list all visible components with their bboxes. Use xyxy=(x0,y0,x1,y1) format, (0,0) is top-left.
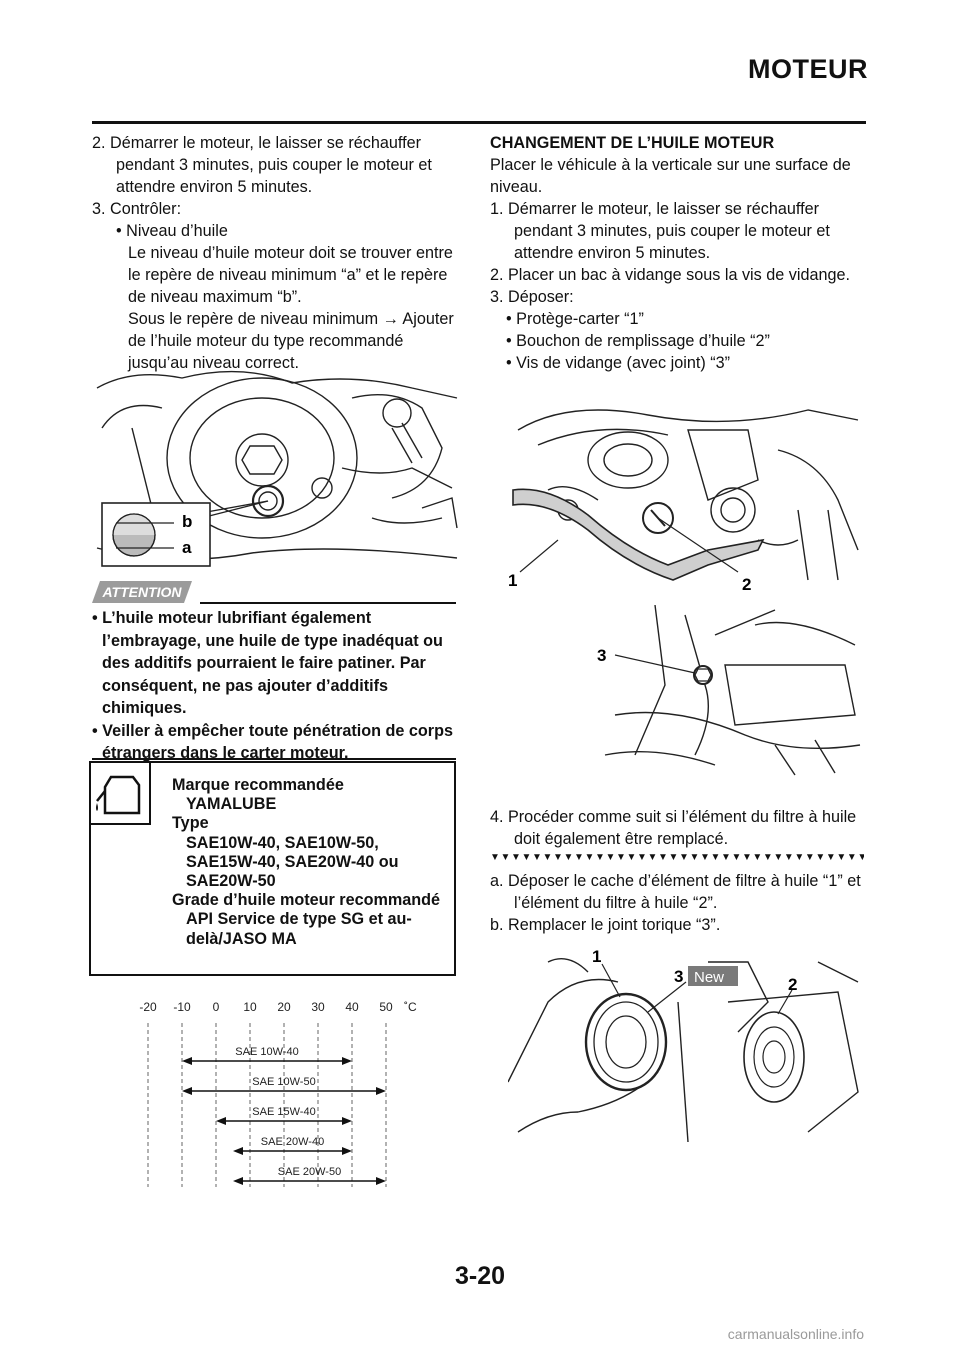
rstep-4: 4. Procéder comme suit si l’élément du f… xyxy=(490,808,857,848)
x-tick-label: 50 xyxy=(379,1000,393,1014)
attention-item-1: • L’huile moteur lubrifiant également l’… xyxy=(92,609,443,717)
range-bar xyxy=(233,1177,386,1185)
right-column-text: CHANGEMENT DE L’HUILE MOTEUR Placer le v… xyxy=(490,132,866,374)
attention-bottom-rule xyxy=(92,758,456,760)
right-column-step4: 4. Procéder comme suit si l’élément du f… xyxy=(490,806,866,850)
series-label: SAE 20W-40 xyxy=(261,1136,324,1148)
niveau-text: Le niveau d’huile moteur doit se trouver… xyxy=(128,244,453,306)
range-bar xyxy=(233,1147,352,1155)
rstep-2: 2. Placer un bac à vidange sous la vis d… xyxy=(490,266,850,284)
new-badge-text: New xyxy=(694,969,724,986)
series-label: SAE 10W-40 xyxy=(235,1046,298,1058)
x-tick-label: 30 xyxy=(311,1000,325,1014)
substep-b: b. Remplacer le joint torique “3”. xyxy=(490,916,721,934)
attention-body: • L’huile moteur lubrifiant également l’… xyxy=(92,607,462,765)
bullet-niveau: • Niveau d’huile xyxy=(116,222,228,240)
range-bar xyxy=(182,1087,386,1095)
oil-filter-illustration: 1 3 New 2 xyxy=(508,947,859,1143)
watermark: carmanualsonline.info xyxy=(727,1326,864,1342)
step-3: 3. Contrôler: xyxy=(92,200,182,218)
intro-text: Placer le véhicule à la verticale sur un… xyxy=(490,156,851,196)
spec-box xyxy=(89,761,456,976)
new-badge xyxy=(688,966,738,986)
x-tick-label: 0 xyxy=(213,1000,220,1014)
right-column-substeps: a. Déposer le cache d’élément de filtre … xyxy=(490,870,866,936)
engine-oil-level-illustration: b a xyxy=(96,370,458,567)
x-tick-label: 10 xyxy=(243,1000,257,1014)
x-tick-label: -20 xyxy=(139,1000,157,1014)
rstep-3: 3. Déposer: xyxy=(490,288,574,306)
spec-text: Marque recommandée YAMALUBE Type SAE10W-… xyxy=(172,776,452,949)
substep-a: a. Déposer le cache d’élément de filtre … xyxy=(490,872,861,912)
label-2: 2 xyxy=(788,975,797,994)
brand-label: Marque recommandée xyxy=(172,776,344,794)
bullet-item-2: • Bouchon de remplissage d’huile “2” xyxy=(506,332,770,350)
x-tick-label: -10 xyxy=(173,1000,191,1014)
range-bar xyxy=(216,1117,352,1125)
skid-plate-illustration: 1 2 xyxy=(508,409,859,590)
label-3: 3 xyxy=(597,646,606,665)
series-label: SAE 20W-50 xyxy=(278,1166,341,1178)
label-1: 1 xyxy=(592,947,601,966)
grade-value: API Service de type SG et au-delà/JASO M… xyxy=(186,910,412,948)
x-tick-label: 40 xyxy=(345,1000,359,1014)
niveau-text-2: Sous le repère de niveau minimum → Ajout… xyxy=(128,310,454,372)
brand-value: YAMALUBE xyxy=(186,795,277,814)
type-value: SAE10W-40, SAE10W-50, SAE15W-40, SAE20W-… xyxy=(186,833,399,891)
label-1: 1 xyxy=(508,571,517,590)
rstep-1: 1. Démarrer le moteur, le laisser se réc… xyxy=(490,200,830,262)
bullet-item-1: • Protège-carter “1” xyxy=(506,310,644,328)
series-label: SAE 10W-50 xyxy=(252,1076,315,1088)
type-label: Type xyxy=(172,814,209,833)
attention-top-rule xyxy=(200,602,456,604)
step-2: 2. Démarrer le moteur, le laisser se réc… xyxy=(92,134,432,196)
attention-item-2: • Veiller à empêcher toute pénétration d… xyxy=(92,721,454,763)
unit-label: ˚C xyxy=(404,1000,417,1014)
x-tick-label: 20 xyxy=(277,1000,291,1014)
series-label: SAE 15W-40 xyxy=(252,1106,315,1118)
range-bar xyxy=(182,1057,352,1065)
header-rule xyxy=(92,121,866,124)
label-2: 2 xyxy=(742,575,751,590)
left-column-text: 2. Démarrer le moteur, le laisser se réc… xyxy=(92,132,464,374)
label-a: a xyxy=(182,538,192,557)
attention-label: ATTENTION xyxy=(92,581,192,603)
procedure-start-marker: ▼▼▼▼▼▼▼▼▼▼▼▼▼▼▼▼▼▼▼▼▼▼▼▼▼▼▼▼▼▼▼▼▼▼▼▼▼▼ xyxy=(490,852,864,863)
label-b: b xyxy=(182,512,192,531)
section-heading: CHANGEMENT DE L’HUILE MOTEUR xyxy=(490,134,775,152)
drain-bolt-illustration: 3 xyxy=(597,605,861,776)
label-3: 3 xyxy=(674,967,683,986)
grade-label: Grade d’huile moteur recommandé xyxy=(172,891,441,910)
bullet-item-3: • Vis de vidange (avec joint) “3” xyxy=(506,354,731,372)
oil-can-icon xyxy=(91,763,151,825)
page-title: MOTEUR xyxy=(748,54,868,84)
page-number: 3-20 xyxy=(454,1262,506,1290)
